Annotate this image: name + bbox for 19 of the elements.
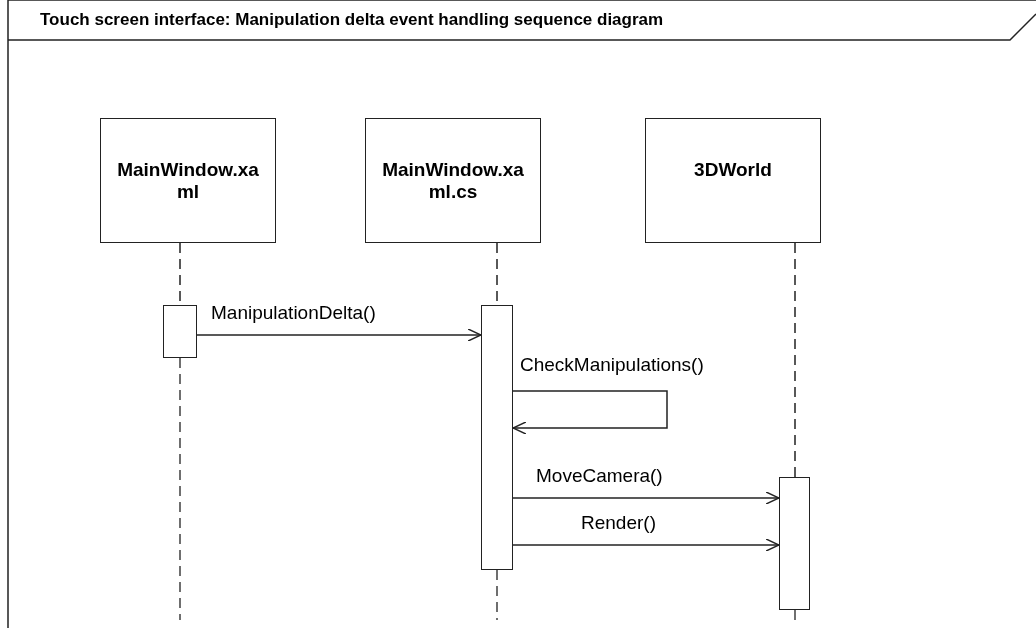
message-arrow	[512, 538, 780, 552]
activation-bar	[163, 305, 197, 358]
lifeline-name: 3DWorld	[694, 159, 772, 181]
message-label: CheckManipulations()	[519, 355, 705, 375]
message-label: Render()	[580, 513, 657, 533]
lifeline-box	[100, 118, 276, 243]
message-arrow	[512, 491, 780, 505]
message-label: ManipulationDelta()	[210, 303, 377, 323]
activation-bar	[481, 305, 513, 570]
diagram-title: Touch screen interface: Manipulation delta event handling sequence diagram	[40, 10, 664, 30]
message-arrow	[512, 390, 668, 435]
message-arrow	[196, 328, 482, 342]
lifeline	[794, 242, 796, 478]
lifeline-name: MainWindow.xaml.cs	[381, 159, 525, 203]
message-label: MoveCamera()	[535, 466, 664, 486]
lifeline-box	[365, 118, 541, 243]
activation-bar	[779, 477, 810, 610]
lifeline-box	[645, 118, 821, 243]
lifeline-name: MainWindow.xaml	[116, 159, 260, 203]
